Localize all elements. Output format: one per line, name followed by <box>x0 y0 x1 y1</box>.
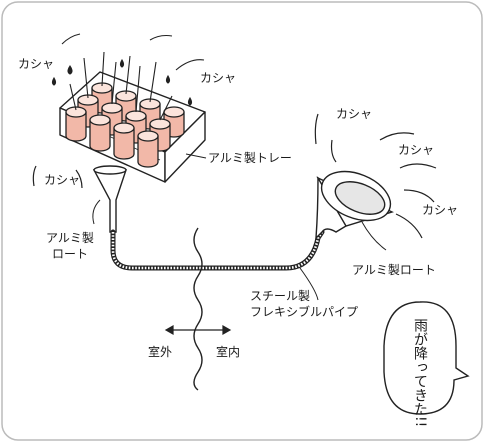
can <box>89 114 111 152</box>
leader-lines <box>92 153 387 301</box>
rain-drops <box>51 33 205 121</box>
label-aluminum-funnel-right: アルミ製ロート <box>352 263 436 277</box>
label-indoor: 室内 <box>216 344 240 359</box>
sound-effect-1: カシャ <box>18 57 54 71</box>
indoor-outdoor-arrow <box>164 324 232 336</box>
label-aluminum-funnel-left-2: ロート <box>52 247 88 261</box>
sound-effect-4: カシャ <box>398 143 434 157</box>
rain-cans <box>65 82 185 168</box>
can <box>113 122 135 160</box>
aluminum-funnel-left <box>92 165 127 233</box>
label-aluminum-tray: アルミ製トレー <box>208 151 292 165</box>
label-steel-pipe-2: フレキシブルパイプ <box>250 304 358 319</box>
label-outdoor: 室外 <box>148 344 172 359</box>
can <box>65 106 87 142</box>
steel-flexible-pipe <box>110 229 325 271</box>
splash-marks <box>32 113 437 239</box>
sound-effect-5: カシャ <box>44 173 80 187</box>
speech-bubble: 雨が降ってきた!! <box>383 301 470 427</box>
can <box>137 130 159 168</box>
sound-effect-2: カシャ <box>200 71 236 85</box>
speech-bubble-text: 雨が降ってきた!! <box>412 318 428 427</box>
sound-effect-6: カシャ <box>422 203 458 217</box>
label-aluminum-funnel-left-1: アルミ製 <box>46 231 94 245</box>
label-steel-pipe-1: スチール製 <box>250 289 310 303</box>
sound-effect-3: カシャ <box>336 107 372 121</box>
aluminum-funnel-right <box>315 170 394 240</box>
wall-line <box>193 227 203 391</box>
